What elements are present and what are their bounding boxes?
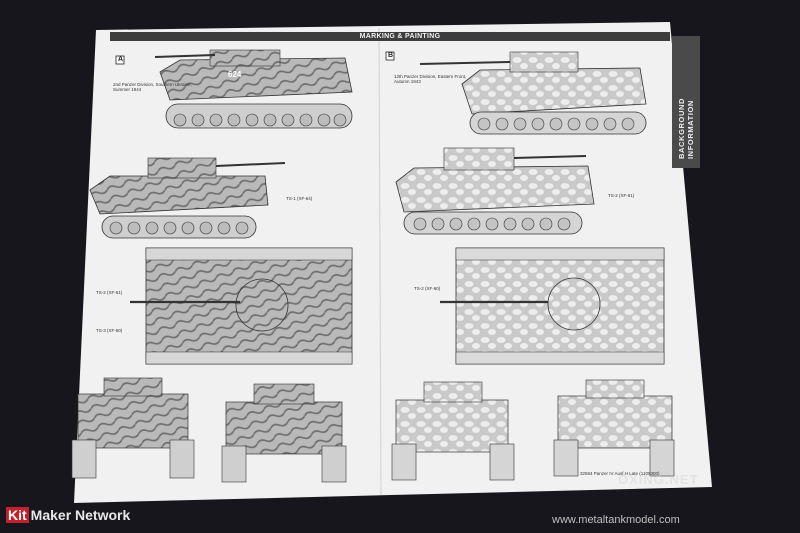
tank-a-side-view-1 (154, 49, 353, 129)
tank-a-front-view (71, 377, 195, 479)
tank-a-rear-view (221, 383, 347, 483)
sheet-footer: 32584 Panzer IV Ausf.H Late (1105300) (580, 471, 660, 476)
callout-ts2-b: TS-2 (XF-61) (608, 193, 635, 198)
side-banner (672, 36, 700, 168)
section-a-caption-2: Summer 1944 (113, 87, 142, 92)
watermark-kit-rest: Maker Network (30, 507, 131, 523)
callout-ts1-a: TS-1 (XF-64) (286, 196, 313, 201)
tank-b-side-view-2 (395, 147, 595, 235)
side-banner-text: BACKGROUND INFORMATION (677, 98, 695, 159)
callout-ts3-a: TS-3 (XF-60) (96, 328, 123, 333)
section-a-caption-1: 2nd Panzer Division, Southern Ukraine, (113, 82, 192, 87)
marking-painting-title: MARKING & PAINTING (359, 33, 441, 40)
section-b-caption-2: Autumn 1943 (394, 79, 421, 84)
watermark-center: OXING.NET (618, 472, 699, 487)
tank-b-rear-view (553, 379, 675, 477)
callout-ts2-a: TS-2 (XF-61) (96, 290, 123, 295)
section-a-letter: A (118, 56, 124, 63)
fold-line (378, 27, 382, 496)
tank-b-top-view (440, 247, 665, 365)
section-b-box (385, 51, 395, 61)
watermark-metaltank: www.metaltankmodel.com (552, 514, 680, 526)
tank-a-side-view-2 (89, 157, 286, 239)
tank-b-side-view-1 (419, 51, 647, 135)
section-a-box (115, 55, 125, 65)
callout-ts3-b: TS-2 (XF-60) (414, 286, 441, 291)
header-bar (110, 32, 670, 41)
watermark-kit-badge: Kit (6, 507, 29, 523)
section-b-letter: B (388, 52, 394, 59)
tank-a-top-view (130, 247, 353, 365)
section-b-caption-1: 12th Panzer Division, Eastern Front, (394, 74, 467, 79)
tank-b-front-view (391, 381, 515, 481)
turret-number: 624 (228, 70, 242, 79)
paper-sheet (74, 22, 712, 503)
